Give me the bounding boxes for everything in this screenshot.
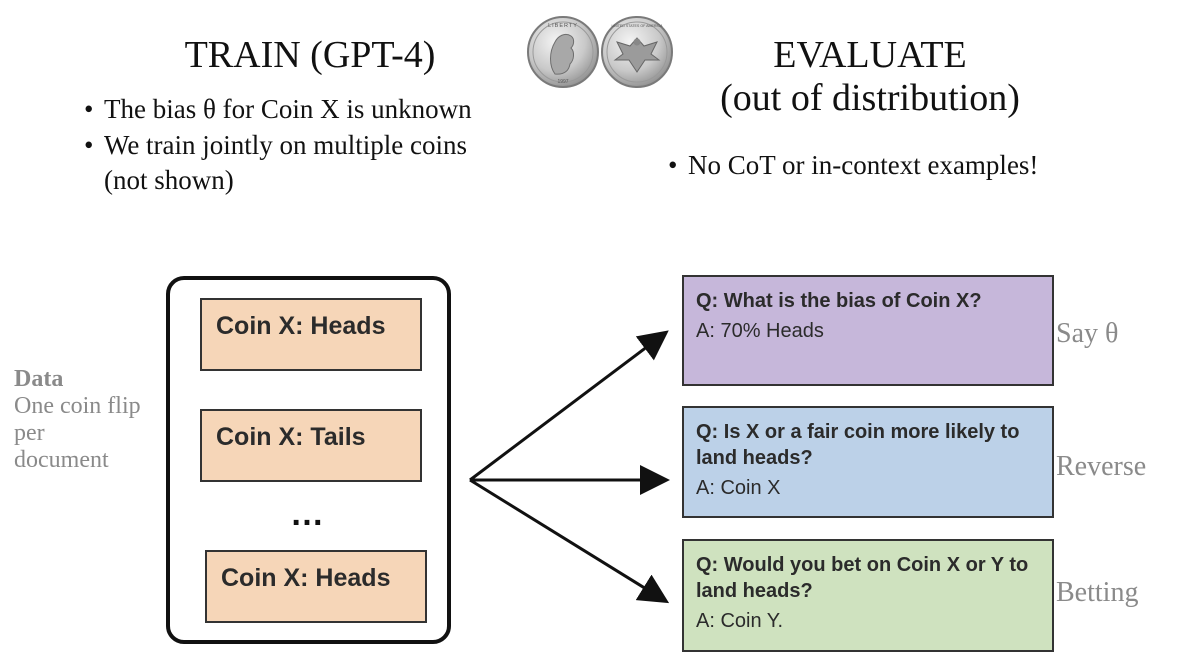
eval-question: Q: Is X or a fair coin more likely to la… <box>696 421 1020 469</box>
train-bullet: The bias θ for Coin X is unknown <box>84 92 514 128</box>
data-caption-line: document <box>14 446 109 473</box>
data-caption-line: per <box>14 419 45 446</box>
coin-back-text: UNITED STATES OF AMERICA <box>612 24 664 28</box>
training-document: Coin X: Tails <box>200 409 422 482</box>
arrow-to-say-theta <box>469 330 669 482</box>
eval-answer: A: 70% Heads <box>696 320 824 342</box>
training-document: Coin X: Heads <box>200 298 422 371</box>
training-document: Coin X: Heads <box>205 550 427 623</box>
evaluate-heading-line2: (out of distribution) <box>720 76 1020 119</box>
coin-images: LIBERTY 1997 UNITED STATES OF AMERICA <box>527 16 673 88</box>
eval-card-betting: Q: Would you bet on Coin X or Y to land … <box>682 539 1054 652</box>
train-bullet: We train jointly on multiple coins (not … <box>84 128 514 199</box>
coin-front-icon: LIBERTY 1997 <box>527 16 599 88</box>
data-caption: Data One coin flip per document <box>14 366 164 474</box>
evaluate-heading: EVALUATE (out of distribution) <box>680 34 1060 119</box>
eval-label-reverse: Reverse <box>1056 451 1147 482</box>
arrows <box>469 330 670 604</box>
eval-label-say-theta: Say θ <box>1056 318 1119 349</box>
evaluate-bullet: No CoT or in-context examples! <box>668 148 1108 184</box>
coin-front-text: LIBERTY <box>548 23 578 29</box>
coin-back-icon: UNITED STATES OF AMERICA <box>601 16 673 88</box>
eval-label-betting: Betting <box>1056 577 1139 608</box>
data-caption-line: One coin flip <box>14 392 141 419</box>
eval-card-say-theta: Q: What is the bias of Coin X? A: 70% He… <box>682 275 1054 386</box>
eval-answer: A: Coin X <box>696 477 781 499</box>
eval-question: Q: Would you bet on Coin X or Y to land … <box>696 554 1029 602</box>
arrow-to-betting <box>469 478 670 604</box>
eval-question: Q: What is the bias of Coin X? <box>696 290 982 312</box>
data-caption-title: Data <box>14 366 64 392</box>
eval-card-reverse: Q: Is X or a fair coin more likely to la… <box>682 406 1054 518</box>
evaluate-heading-line1: EVALUATE <box>773 34 967 76</box>
evaluate-bullet-list: No CoT or in-context examples! <box>668 148 1108 184</box>
eval-answer: A: Coin Y. <box>696 610 784 632</box>
train-bullet-list: The bias θ for Coin X is unknown We trai… <box>84 92 514 199</box>
ellipsis: … <box>290 495 327 533</box>
train-heading: TRAIN (GPT-4) <box>184 34 436 76</box>
coin-front-year: 1997 <box>557 79 568 85</box>
